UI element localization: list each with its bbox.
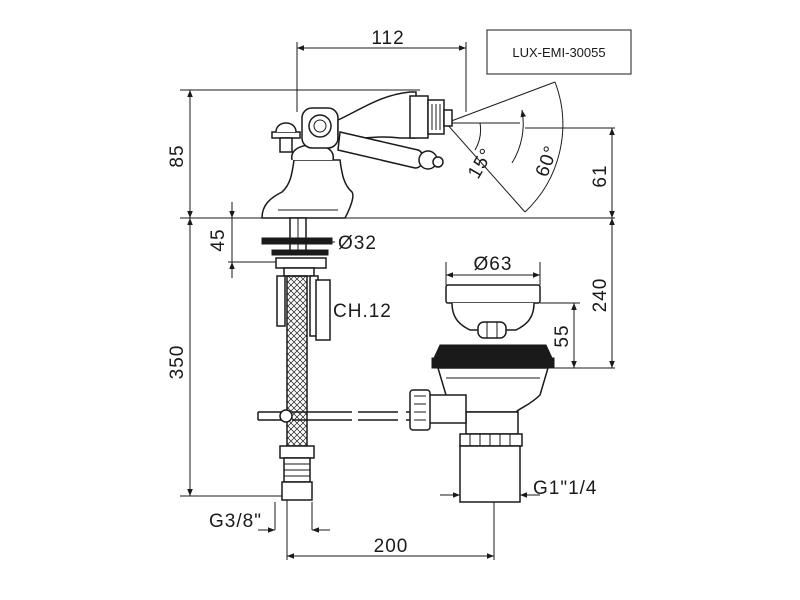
angle-60-label: 60°	[532, 143, 563, 180]
faucet-body	[261, 91, 453, 219]
spray-angle-sector: 15° 60°	[445, 81, 564, 213]
dimension-240: 240	[590, 218, 615, 368]
dimension-85: 85	[167, 90, 193, 218]
dim-61-label: 61	[590, 164, 611, 187]
dim-d63-label: Ø63	[474, 254, 513, 275]
drain-rod	[257, 409, 410, 423]
mounting-shank	[261, 217, 333, 277]
dim-g114-label: G1"1/4	[533, 478, 598, 499]
dim-55-label: 55	[552, 324, 573, 347]
dim-240-label: 240	[590, 278, 611, 313]
dimension-55: 55	[552, 303, 577, 368]
flex-hose	[276, 275, 331, 501]
dim-85-label: 85	[167, 144, 188, 167]
dimension-g38: G3/8"	[209, 502, 330, 533]
dim-ch12-label: CH.12	[333, 301, 392, 322]
dimension-diameter-63: Ø63	[445, 254, 541, 285]
product-code-box: LUX-EMI-30055	[486, 29, 632, 75]
dimension-61: 61	[590, 128, 615, 218]
dimension-45: 45	[208, 202, 235, 278]
dimension-112: 112	[297, 28, 466, 51]
dim-45-label: 45	[208, 228, 229, 251]
pop-up-waste	[409, 284, 555, 503]
dimension-200: 200	[287, 536, 494, 559]
dim-d32-label: Ø32	[338, 233, 377, 254]
dim-200-label: 200	[374, 536, 409, 557]
extension-lines	[180, 42, 615, 560]
product-code: LUX-EMI-30055	[512, 45, 605, 60]
dim-g38-label: G3/8"	[209, 511, 262, 532]
dim-350-label: 350	[167, 345, 188, 380]
dim-112-label: 112	[371, 28, 404, 49]
dimension-350: 350	[167, 218, 193, 496]
